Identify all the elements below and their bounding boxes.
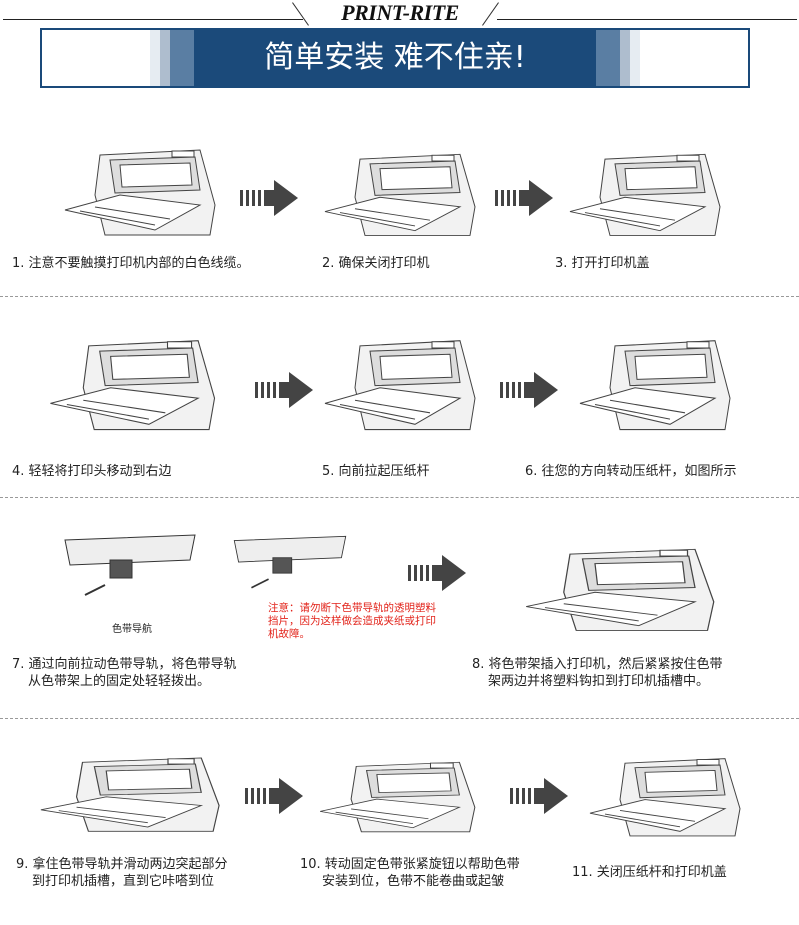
step-6-caption: 6. 往您的方向转动压纸杆，如图所示 [525, 464, 737, 479]
warning-note: 注意：请勿断下色带导轨的透明塑料挡片，因为这样做会造成夹纸或打印机故障。 [268, 602, 436, 640]
step-10-caption: 10. 转动固定色带张紧旋钮以帮助色带安装到位，色带不能卷曲或起皱 [300, 856, 520, 890]
printer-illustration [60, 135, 220, 245]
printer-illustration [320, 325, 480, 440]
brand-logo: PRINT-RITE [341, 0, 459, 25]
printer-illustration [585, 745, 745, 845]
header-rule-left [3, 19, 303, 20]
divider [0, 296, 799, 297]
step-5-caption: 5. 向前拉起压纸杆 [322, 464, 430, 479]
step-4-caption: 4. 轻轻将打印头移动到右边 [12, 464, 172, 479]
printer-illustration [315, 750, 480, 840]
step-1-caption: 1. 注意不要触摸打印机内部的白色线缆。 [12, 256, 250, 271]
arrow-right-icon [500, 372, 558, 408]
ribbon-cartridge-illustration [230, 532, 350, 592]
arrow-right-icon [240, 180, 298, 216]
ribbon-cartridge-illustration [60, 530, 200, 600]
divider [0, 497, 799, 498]
caption-line: 到打印机插槽，直到它咔嗒到位 [32, 874, 215, 889]
printer-illustration [575, 325, 735, 440]
caption-line: 架两边并将塑料钩扣到打印机插槽中。 [488, 674, 710, 689]
header-rule-right [497, 19, 797, 20]
arrow-right-icon [510, 778, 568, 814]
title-banner: 简单安装 难不住亲! [40, 28, 750, 88]
step-2-caption: 2. 确保关闭打印机 [322, 256, 430, 271]
caption-line: 10. 转动固定色带张紧旋钮以帮助色带 [300, 857, 520, 872]
step-11-caption: 11. 关闭压纸杆和打印机盖 [572, 865, 727, 880]
printer-illustration [35, 745, 225, 840]
step-3-caption: 3. 打开打印机盖 [555, 256, 650, 271]
printer-illustration [520, 535, 720, 640]
arrow-right-icon [245, 778, 303, 814]
divider [0, 718, 799, 719]
ribbon-guide-label: 色带导航 [112, 624, 152, 635]
printer-illustration [565, 140, 725, 245]
step-9-caption: 9. 拿住色带导轨并滑动两边突起部分到打印机插槽，直到它咔嗒到位 [16, 856, 228, 890]
printer-illustration [45, 325, 220, 440]
caption-line: 8. 将色带架插入打印机，然后紧紧按住色带 [472, 657, 723, 672]
banner-title: 简单安装 难不住亲! [194, 30, 596, 86]
arrow-right-icon [495, 180, 553, 216]
step-7-caption: 7. 通过向前拉动色带导轨，将色带导轨从色带架上的固定处轻轻拨出。 [12, 656, 237, 690]
printer-illustration [320, 140, 480, 245]
arrow-right-icon [408, 555, 466, 591]
caption-line: 安装到位，色带不能卷曲或起皱 [322, 874, 505, 889]
arrow-right-icon [255, 372, 313, 408]
caption-line: 从色带架上的固定处轻轻拨出。 [28, 674, 211, 689]
caption-line: 7. 通过向前拉动色带导轨，将色带导轨 [12, 657, 237, 672]
caption-line: 9. 拿住色带导轨并滑动两边突起部分 [16, 857, 228, 872]
step-8-caption: 8. 将色带架插入打印机，然后紧紧按住色带架两边并将塑料钩扣到打印机插槽中。 [472, 656, 723, 690]
